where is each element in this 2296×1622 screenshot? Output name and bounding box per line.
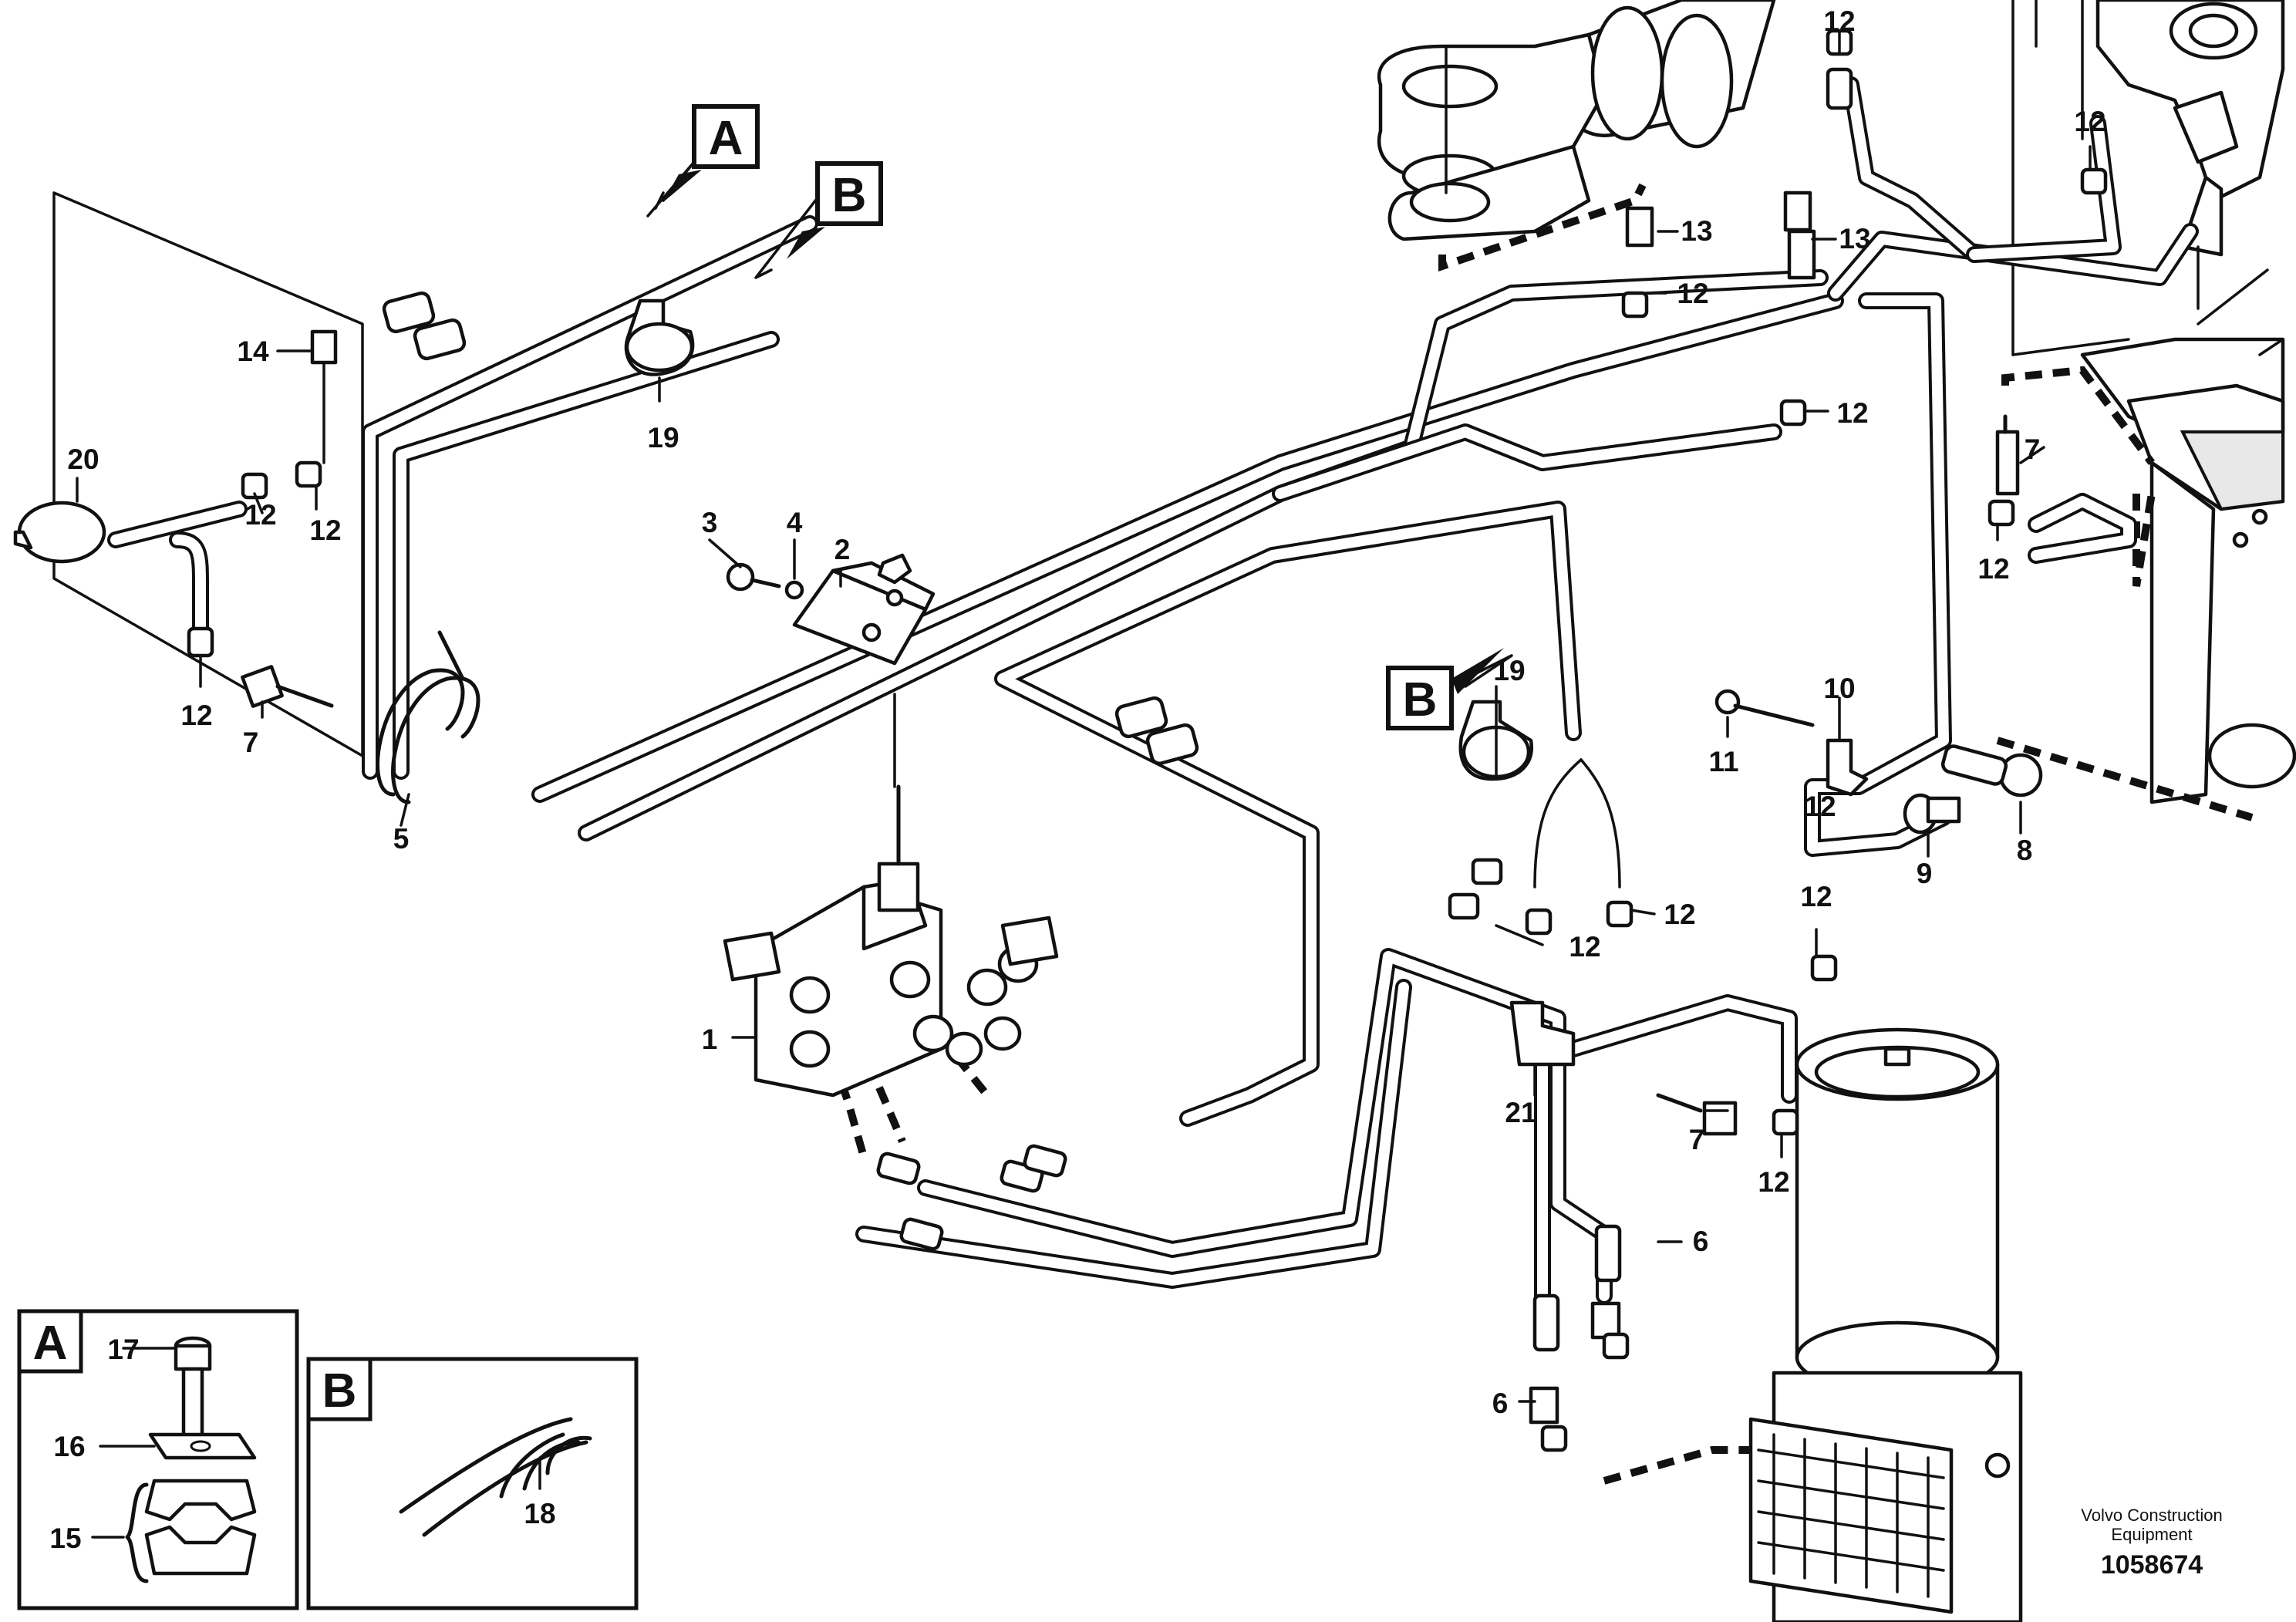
lubrication-pump [1748,1027,2023,1622]
detail-marker-b-top: B [787,161,883,259]
callout-leaders [76,29,2092,1403]
callout-12j: 12 [244,499,276,531]
fittings [13,29,2108,1452]
callout-12e: 12 [1977,553,2009,585]
boom-cylinder-clevis [1377,0,1776,241]
callout-12f: 12 [1664,899,1695,930]
callout-20: 20 [67,443,99,475]
callout-9: 9 [1917,858,1933,889]
detail-a-label: A [33,1317,68,1370]
callout-13a: 13 [1681,215,1712,247]
callout-6b: 6 [1492,1388,1509,1419]
callout-12a: 12 [1823,5,1855,37]
callout-6a: 6 [1693,1226,1709,1257]
callout-15: 15 [49,1523,81,1554]
detail-b-label: B [322,1364,357,1418]
callout-1: 1 [702,1023,718,1055]
detail-marker-b-mid: B [1386,648,1504,730]
callout-19a: 19 [647,422,679,454]
callout-2: 2 [834,534,851,565]
reference-lines [52,191,665,757]
detail-box-a: A [17,1309,299,1610]
callout-5: 5 [393,823,410,855]
callout-17: 17 [107,1334,139,1365]
callout-21: 21 [1505,1097,1536,1128]
callout-19b: 19 [1493,655,1525,686]
callout-12g: 12 [1569,931,1600,963]
callout-7c: 7 [2025,433,2041,465]
callout-14: 14 [237,336,269,367]
marker-b-mid-label: B [1403,673,1438,727]
callout-12k: 12 [309,514,341,546]
callout-18: 18 [524,1498,555,1529]
marker-a-label: A [709,112,743,165]
brand-line-1: Volvo Construction [2081,1506,2222,1525]
hose-lines [107,76,2199,1304]
callout-12b: 12 [2074,106,2106,137]
callout-3: 3 [702,507,718,538]
document-number: 1058674 [2101,1550,2203,1580]
callout-11: 11 [1708,746,1738,777]
callout-16: 16 [53,1431,85,1462]
marker-b-label: B [832,169,867,222]
callout-12m: 12 [1804,791,1836,822]
callout-13b: 13 [1839,223,1870,255]
boom-foot [2011,0,2285,356]
callout-12l: 12 [180,700,212,731]
detail-box-b: B [306,1357,639,1610]
callout-12c: 12 [1677,278,1708,309]
callout-10: 10 [1823,673,1855,704]
callout-7b: 7 [1689,1124,1705,1155]
callout-4: 4 [787,507,803,538]
callout-7a: 7 [243,727,259,758]
lower-frame [2080,268,2296,804]
detail-marker-a-top: A [663,104,760,202]
progressive-distributor [723,693,1059,1098]
brand-line-2: Equipment [2111,1525,2192,1544]
callout-labels: 3 4 2 1 5 6 6 7 7 7 8 9 10 11 12 12 12 1… [49,5,2106,1554]
callout-12d: 12 [1836,397,1868,429]
callout-12i: 12 [1758,1166,1789,1198]
callout-8: 8 [2017,835,2033,866]
publisher-footer: Volvo Construction Equipment 1058674 [2081,1506,2222,1580]
callout-12h: 12 [1800,881,1832,912]
